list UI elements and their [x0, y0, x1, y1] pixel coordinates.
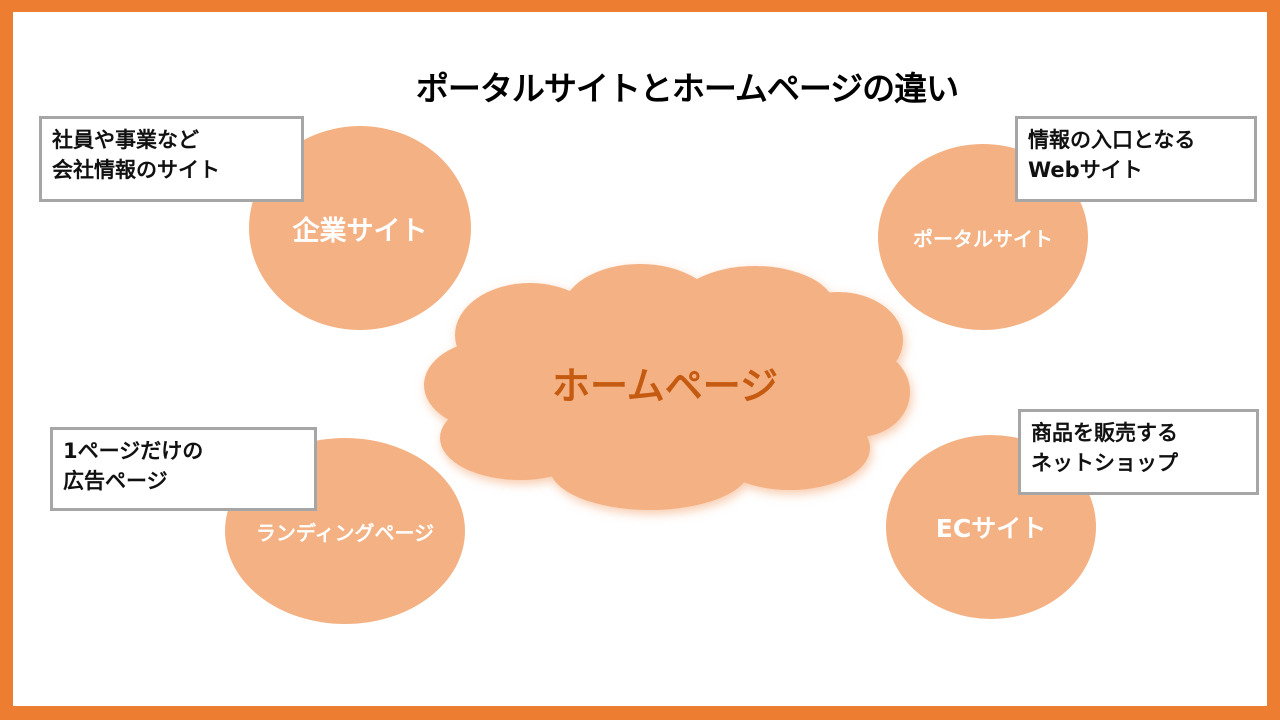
- desc-line: 情報の入口となる: [1028, 128, 1196, 152]
- slide-title: ポータルサイトとホームページの違い: [415, 69, 959, 108]
- desc-line: 1ページだけの: [63, 439, 204, 463]
- desc-line: 商品を販売する: [1031, 421, 1178, 445]
- corporate-site-description: 社員や事業など 会社情報のサイト: [39, 116, 304, 202]
- desc-line: Webサイト: [1028, 158, 1143, 182]
- ec-site-label: ECサイト: [935, 514, 1047, 543]
- corporate-site-label: 企業サイト: [292, 215, 428, 247]
- desc-line: 社員や事業など: [52, 128, 199, 152]
- landing-page-description: 1ページだけの 広告ページ: [50, 427, 317, 511]
- desc-line: ネットショップ: [1031, 451, 1178, 475]
- homepage-label: ホームページ: [551, 364, 779, 408]
- desc-line: 会社情報のサイト: [52, 158, 220, 182]
- portal-site-description: 情報の入口となる Webサイト: [1015, 116, 1257, 202]
- ec-site-description: 商品を販売する ネットショップ: [1018, 409, 1259, 495]
- desc-line: 広告ページ: [63, 469, 168, 493]
- landing-page-label: ランディングページ: [255, 520, 435, 545]
- portal-site-label: ポータルサイト: [913, 226, 1053, 251]
